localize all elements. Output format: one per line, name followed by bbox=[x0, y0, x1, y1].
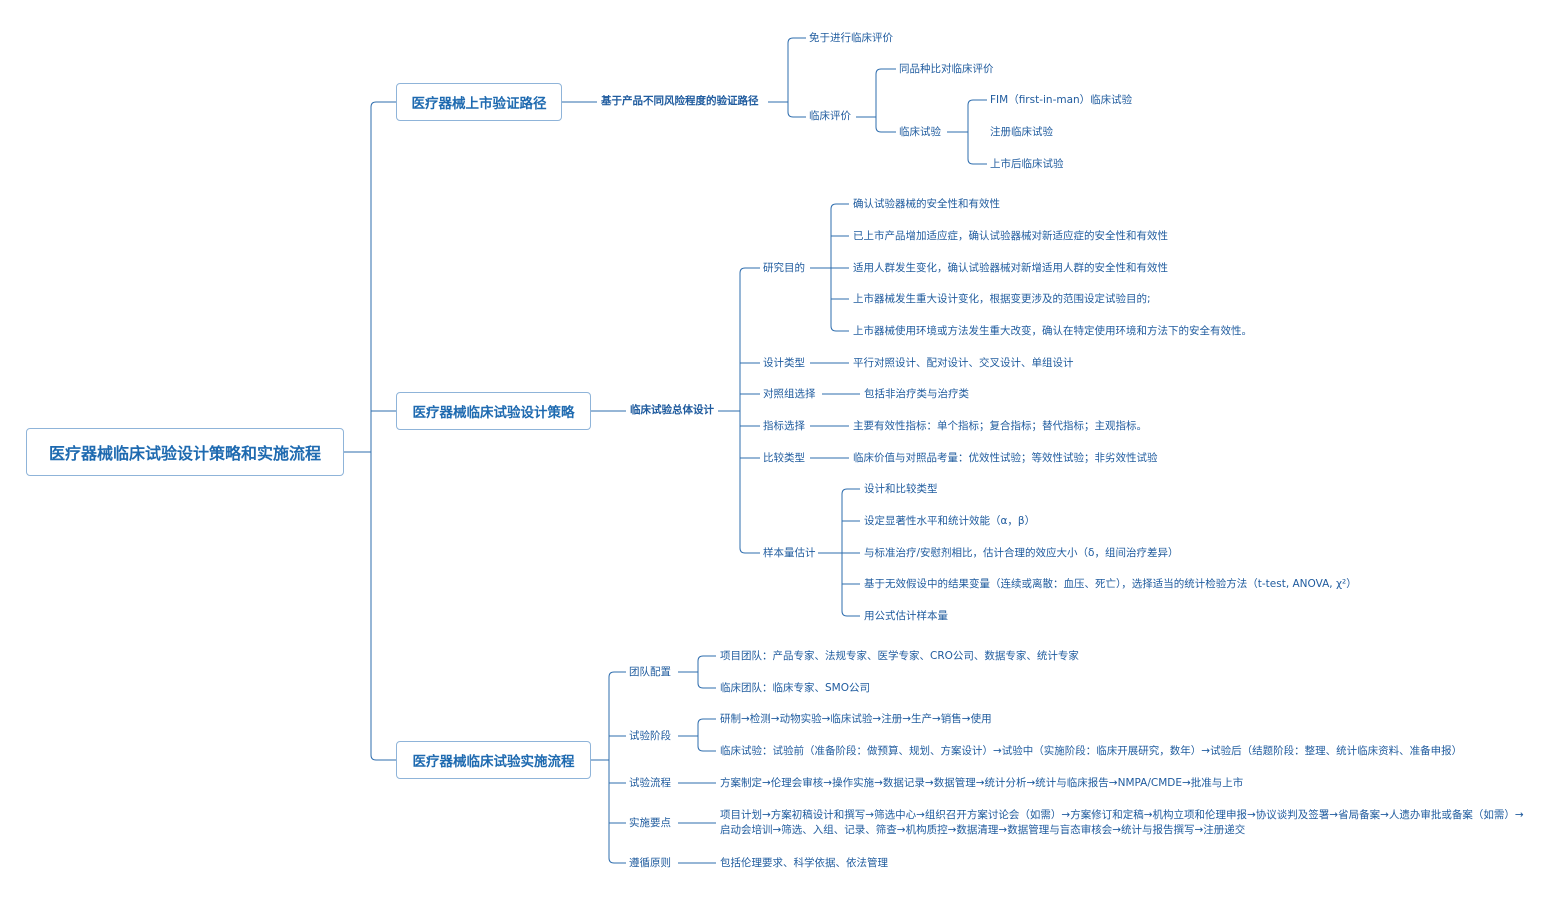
node-control[interactable]: 对照组选择 bbox=[763, 388, 816, 400]
node-sample[interactable]: 样本量估计 bbox=[763, 547, 816, 559]
branch-design-strategy[interactable]: 医疗器械临床试验设计策略 bbox=[396, 392, 591, 430]
node-post-market-trial[interactable]: 上市后临床试验 bbox=[990, 158, 1064, 170]
node-compare[interactable]: 比较类型 bbox=[763, 452, 805, 464]
connector bbox=[739, 267, 746, 554]
node-indicator[interactable]: 指标选择 bbox=[763, 420, 805, 432]
node-same-kind[interactable]: 同品种比对临床评价 bbox=[899, 63, 994, 75]
sample-item[interactable]: 与标准治疗/安慰剂相比，估计合理的效应大小（δ，组间治疗差异） bbox=[864, 547, 1179, 559]
connector bbox=[370, 101, 377, 761]
sample-item[interactable]: 基于无效假设中的结果变量（连续或离散：血压、死亡），选择适当的统计检验方法（t-… bbox=[864, 578, 1357, 590]
stage-item[interactable]: 临床试验：试验前（准备阶段：做预算、规划、方案设计）→试验中（实施阶段：临床开展… bbox=[720, 745, 1463, 757]
node-points[interactable]: 实施要点 bbox=[629, 817, 671, 829]
design-type-value[interactable]: 平行对照设计、配对设计、交叉设计、单组设计 bbox=[853, 357, 1074, 369]
node-flow[interactable]: 试验流程 bbox=[629, 777, 671, 789]
compare-value[interactable]: 临床价值与对照品考量：优效性试验；等效性试验；非劣效性试验 bbox=[853, 452, 1158, 464]
connector bbox=[608, 671, 615, 864]
branch-implementation[interactable]: 医疗器械临床试验实施流程 bbox=[396, 741, 591, 779]
purpose-item[interactable]: 已上市产品增加适应症，确认试验器械对新适应症的安全性和有效性 bbox=[853, 230, 1168, 242]
purpose-item[interactable]: 上市器械发生重大设计变化，根据变更涉及的范围设定试验目的; bbox=[853, 293, 1151, 305]
purpose-item[interactable]: 上市器械使用环境或方法发生重大改变，确认在特定使用环境和方法下的安全有效性。 bbox=[853, 325, 1252, 337]
connector bbox=[787, 37, 794, 118]
principle-value[interactable]: 包括伦理要求、科学依据、依法管理 bbox=[720, 857, 888, 869]
purpose-item[interactable]: 适用人群发生变化，确认试验器械对新增适用人群的安全性和有效性 bbox=[853, 262, 1168, 274]
node-risk-path[interactable]: 基于产品不同风险程度的验证路径 bbox=[601, 95, 759, 107]
sample-item[interactable]: 用公式估计样本量 bbox=[864, 610, 948, 622]
branch-market-path[interactable]: 医疗器械上市验证路径 bbox=[396, 83, 562, 121]
team-item[interactable]: 临床团队：临床专家、SMO公司 bbox=[720, 682, 870, 694]
connector bbox=[967, 99, 974, 165]
node-clinical-eval[interactable]: 临床评价 bbox=[809, 110, 851, 122]
points-value[interactable]: 项目计划→方案初稿设计和撰写→筛选中心→组织召开方案讨论会（如需）→方案修订和定… bbox=[720, 809, 1524, 836]
node-principle[interactable]: 遵循原则 bbox=[629, 857, 671, 869]
connector bbox=[697, 718, 704, 752]
purpose-item[interactable]: 确认试验器械的安全性和有效性 bbox=[853, 198, 1000, 210]
flow-value[interactable]: 方案制定→伦理会审核→操作实施→数据记录→数据管理→统计分析→统计与临床报告→N… bbox=[720, 777, 1244, 789]
sample-item[interactable]: 设定显著性水平和统计效能（α，β） bbox=[864, 515, 1036, 527]
node-stage[interactable]: 试验阶段 bbox=[629, 730, 671, 742]
node-trial[interactable]: 临床试验 bbox=[899, 126, 941, 138]
root-node[interactable]: 医疗器械临床试验设计策略和实施流程 bbox=[26, 428, 344, 476]
connector bbox=[875, 68, 882, 133]
node-purpose[interactable]: 研究目的 bbox=[763, 262, 805, 274]
node-fim-trial[interactable]: FIM（first-in-man）临床试验 bbox=[990, 94, 1133, 106]
stage-item[interactable]: 研制→检测→动物实验→临床试验→注册→生产→销售→使用 bbox=[720, 713, 992, 725]
indicator-value[interactable]: 主要有效性指标：单个指标；复合指标；替代指标；主观指标。 bbox=[853, 420, 1147, 432]
connector bbox=[697, 655, 704, 689]
node-exempt[interactable]: 免于进行临床评价 bbox=[809, 32, 893, 44]
sample-item[interactable]: 设计和比较类型 bbox=[864, 483, 938, 495]
node-design-type[interactable]: 设计类型 bbox=[763, 357, 805, 369]
team-item[interactable]: 项目团队：产品专家、法规专家、医学专家、CRO公司、数据专家、统计专家 bbox=[720, 650, 1079, 662]
node-registration-trial[interactable]: 注册临床试验 bbox=[990, 126, 1053, 138]
node-team[interactable]: 团队配置 bbox=[629, 666, 671, 678]
node-overall-design[interactable]: 临床试验总体设计 bbox=[630, 404, 714, 416]
control-value[interactable]: 包括非治疗类与治疗类 bbox=[864, 388, 969, 400]
